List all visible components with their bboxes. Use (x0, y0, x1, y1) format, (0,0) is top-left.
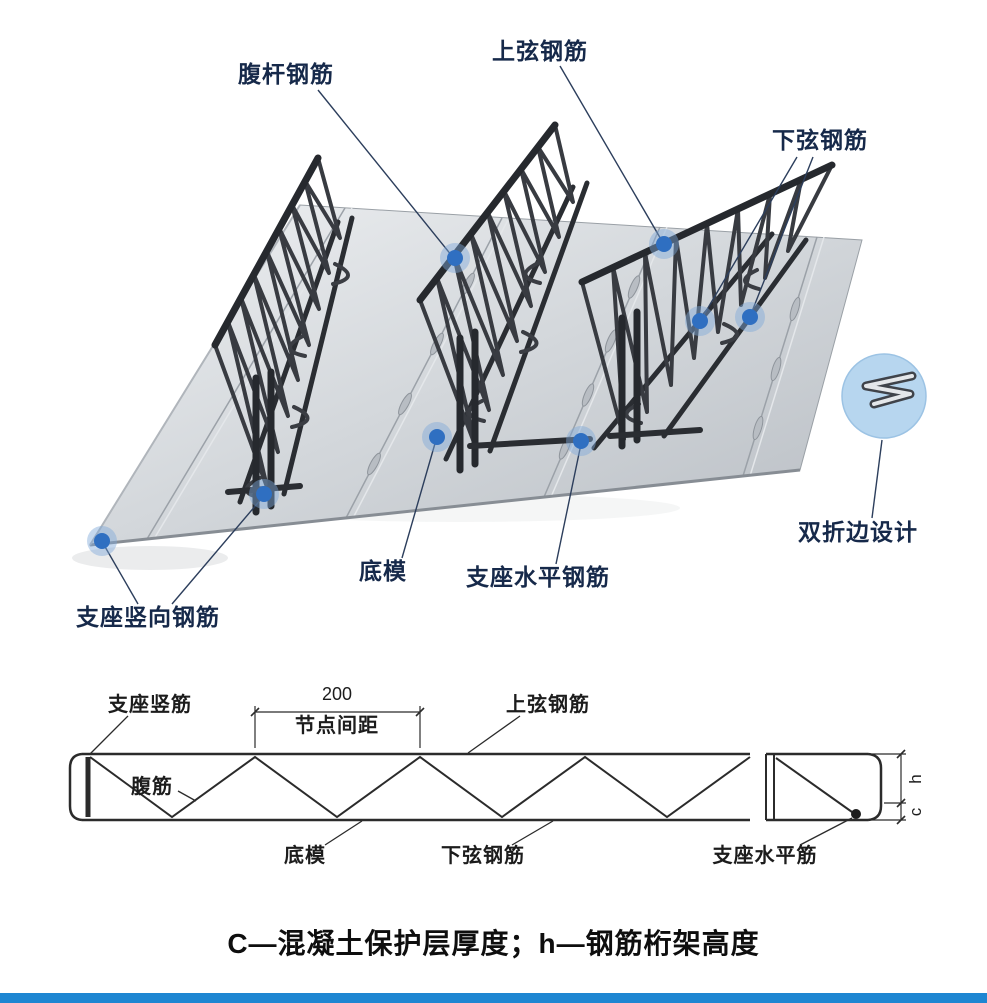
callout-dot (566, 426, 596, 456)
callout-dot (87, 526, 117, 556)
deck-shadow (72, 546, 228, 570)
support-horizontal-bar-dot (851, 809, 861, 819)
node-spacing-value: 200 (321, 684, 353, 704)
end-section-drawing (765, 752, 883, 822)
deck-front-edge (89, 468, 801, 547)
dimension-h: h (906, 774, 925, 784)
label-2d-top-chord: 上弦钢筋 (506, 694, 590, 716)
label-double-fold-edge: 双折边设计 (798, 519, 918, 545)
truss-left (211, 154, 355, 516)
deck-left-edge (89, 204, 301, 546)
node-spacing-label: 节点间距 (295, 715, 379, 737)
figure-3d (72, 65, 927, 605)
figure-2d (68, 706, 906, 846)
label-bottom-chord: 下弦钢筋 (772, 127, 868, 153)
callout-dot (685, 306, 715, 336)
dimension-c: c (906, 807, 925, 817)
callout-dot (249, 479, 279, 509)
caption: C—混凝土保护层厚度；h—钢筋桁架高度 (227, 928, 760, 959)
double-fold-detail-icon (841, 353, 927, 439)
callout-dots (87, 229, 765, 556)
callout-dot (649, 229, 679, 259)
label-2d-web-bar: 腹筋 (131, 776, 173, 798)
leader-lines-2d (89, 715, 853, 846)
label-bottom-deck: 底模 (359, 558, 407, 584)
truss-elevation-drawing (68, 752, 751, 822)
callout-dot (422, 422, 452, 452)
height-cover-dimension (872, 749, 906, 825)
label-2d-bottom-chord: 下弦钢筋 (441, 845, 525, 867)
leader-lines-3d (103, 65, 883, 605)
callout-dot (440, 243, 470, 273)
label-support-horizontal: 支座水平钢筋 (466, 564, 610, 590)
label-support-vertical: 支座竖向钢筋 (76, 604, 220, 630)
callout-dot (735, 302, 765, 332)
truss-right (578, 161, 836, 451)
footer-accent-bar (0, 993, 987, 1003)
label-2d-bottom-deck: 底模 (284, 845, 326, 867)
label-top-chord: 上弦钢筋 (492, 38, 588, 64)
label-2d-support-horizontal: 支座水平筋 (712, 845, 818, 867)
label-2d-support-vertical: 支座竖筋 (108, 694, 192, 716)
node-spacing-dimension (250, 706, 425, 748)
label-web-bar: 腹杆钢筋 (238, 61, 334, 87)
truss-middle (416, 121, 593, 474)
